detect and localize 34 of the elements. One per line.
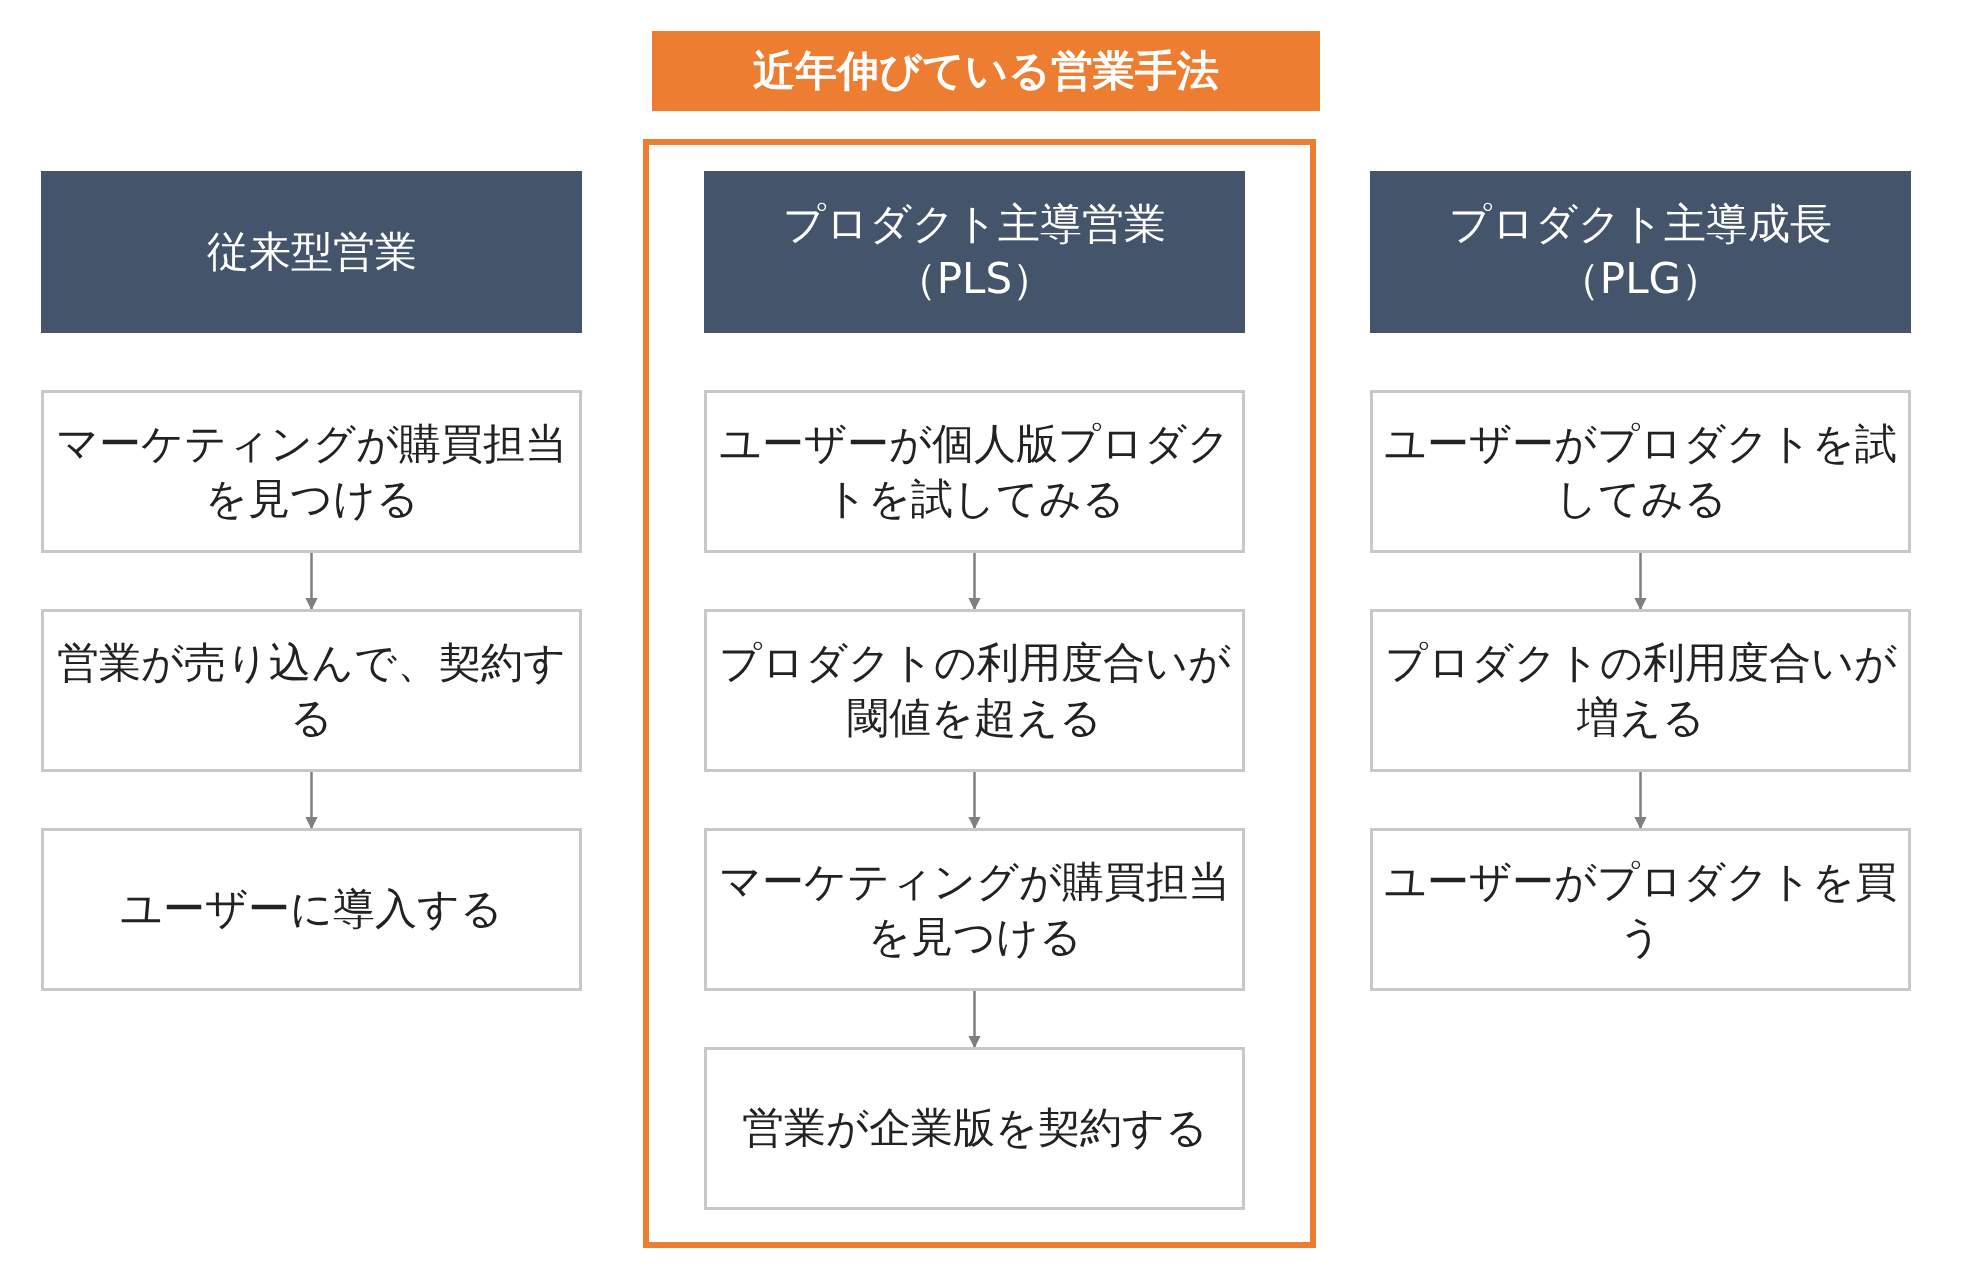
arrow	[968, 991, 981, 1049]
arrow	[1634, 772, 1647, 830]
process-box	[41, 828, 582, 991]
box-text: 営業が売り込んで、契約する	[56, 636, 567, 744]
process-box	[704, 609, 1245, 772]
process-box	[1370, 828, 1911, 991]
arrow	[1634, 553, 1647, 611]
box-text: プロダクト主導営業（PLS）	[782, 198, 1167, 305]
box-text: 従来型営業	[206, 225, 417, 278]
arrow	[305, 553, 318, 611]
box-text: 営業が企業版を契約する	[741, 1102, 1208, 1155]
arrow	[968, 772, 981, 830]
process-box	[704, 1047, 1245, 1210]
section-banner: 近年伸びている営業手法	[652, 31, 1320, 111]
process-box	[41, 390, 582, 553]
box-text: ユーザーがプロダクトを買う	[1383, 855, 1898, 963]
box-text: マーケティングが購買担当を見つける	[55, 417, 568, 525]
box-text: ユーザーが個人版プロダクトを試してみる	[718, 417, 1231, 525]
box-text: プロダクトの利用度合いが閾値を超える	[717, 636, 1232, 744]
process-box	[1370, 609, 1911, 772]
box-text: ユーザーに導入する	[120, 883, 503, 936]
column-header	[41, 171, 582, 333]
box-text: プロダクトの利用度合いが増える	[1383, 636, 1898, 744]
column-header	[1370, 171, 1911, 333]
box-text: プロダクト主導成長（PLG）	[1448, 198, 1833, 305]
process-box	[41, 609, 582, 772]
process-box	[1370, 390, 1911, 553]
process-box	[704, 390, 1245, 553]
box-text: マーケティングが購買担当を見つける	[718, 855, 1231, 963]
arrow	[305, 772, 318, 830]
arrow	[968, 553, 981, 611]
column-header	[704, 171, 1245, 333]
box-text: ユーザーがプロダクトを試してみる	[1383, 417, 1898, 525]
process-box	[704, 828, 1245, 991]
